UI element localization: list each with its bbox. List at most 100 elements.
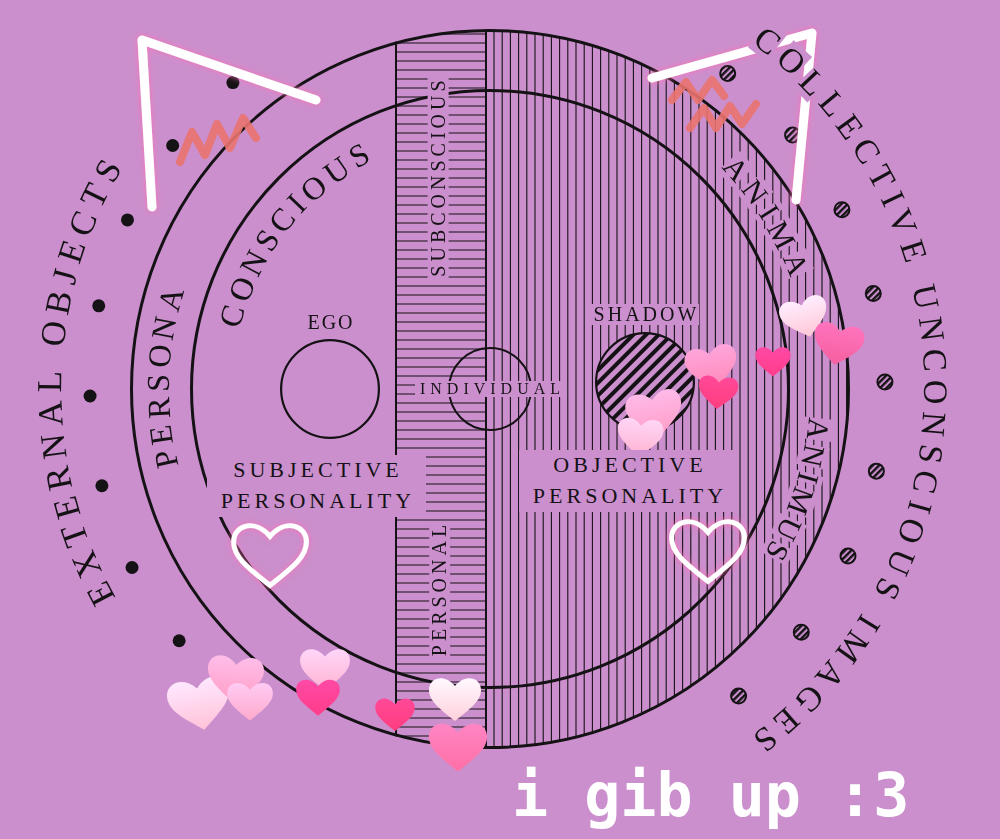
arc-letter: P bbox=[148, 447, 183, 471]
art-part bbox=[395, 42, 487, 43]
art-part bbox=[395, 429, 487, 430]
arc-letter: C bbox=[916, 348, 951, 373]
art-part bbox=[395, 69, 487, 70]
arc-letter: C bbox=[214, 302, 251, 331]
band-label: SUBCONSCIOUS bbox=[428, 76, 449, 280]
art-part bbox=[395, 357, 487, 358]
band-edge bbox=[395, 41, 397, 736]
conscious-circle-shape bbox=[192, 91, 789, 688]
art-part bbox=[166, 139, 179, 152]
arc-letter: A bbox=[801, 417, 833, 442]
art-part bbox=[395, 285, 487, 286]
arc-letter: B bbox=[39, 287, 78, 317]
arc-letter: E bbox=[47, 493, 86, 523]
art-part bbox=[395, 663, 487, 664]
arc-letter: S bbox=[912, 442, 948, 466]
arc-letter: O bbox=[918, 379, 952, 404]
ear-scribble bbox=[180, 118, 256, 162]
art-part bbox=[395, 303, 487, 304]
arc-letter: C bbox=[906, 468, 944, 497]
art-part bbox=[794, 625, 809, 640]
region-label: SUBJECTIVE PERSONALITY bbox=[207, 455, 426, 517]
heart-sticker bbox=[375, 699, 415, 731]
arc-letter: N bbox=[916, 411, 952, 438]
art-part bbox=[780, 29, 781, 749]
art-part bbox=[584, 29, 585, 749]
art-part bbox=[395, 672, 487, 673]
ring-label: ANIMA bbox=[720, 153, 811, 280]
arc-letter: A bbox=[777, 248, 813, 279]
cat-ear bbox=[652, 33, 812, 200]
art-part bbox=[813, 29, 814, 749]
arc-letter: V bbox=[882, 205, 923, 241]
ring-label: ANIMUS bbox=[761, 413, 833, 567]
arc-letter: I bbox=[792, 469, 824, 487]
cat-ears bbox=[142, 33, 812, 207]
art-part bbox=[756, 29, 757, 749]
art-part bbox=[395, 402, 487, 403]
arc-letter: N bbox=[35, 432, 73, 462]
art-part bbox=[395, 294, 487, 295]
arc-letter: A bbox=[32, 400, 68, 427]
arc-letter: J bbox=[46, 265, 83, 287]
heart-outline bbox=[672, 522, 745, 582]
ego-circle-outline bbox=[280, 339, 380, 439]
arc-letter: T bbox=[74, 178, 115, 213]
art-part bbox=[869, 464, 884, 479]
ear-scribble bbox=[672, 80, 724, 100]
ear-scribble bbox=[690, 104, 756, 128]
arc-letter: X bbox=[66, 546, 108, 583]
art-part bbox=[395, 312, 487, 313]
arc-letter: N bbox=[912, 314, 949, 343]
arc-letter: E bbox=[894, 236, 933, 266]
heart-sticker bbox=[429, 678, 481, 721]
arc-letter: N bbox=[796, 443, 830, 470]
art-part bbox=[126, 561, 139, 574]
art-part bbox=[592, 29, 593, 749]
arc-letter: E bbox=[80, 576, 121, 611]
pink-hearts bbox=[165, 293, 866, 772]
art-part bbox=[121, 213, 134, 226]
art-part bbox=[395, 411, 487, 412]
outline-hearts bbox=[234, 522, 745, 586]
arc-letter: I bbox=[901, 497, 937, 517]
region-label: OBJECTIVE PERSONALITY bbox=[519, 450, 738, 512]
arc-letter: R bbox=[40, 463, 79, 493]
heart-outline bbox=[234, 526, 307, 586]
heart-sticker bbox=[616, 417, 665, 458]
outer-arc-label: EXTERNAL OBJECTS bbox=[32, 152, 127, 612]
arc-letter: R bbox=[142, 397, 175, 420]
arc-letter: E bbox=[52, 236, 92, 267]
art-part bbox=[834, 202, 849, 217]
art-part bbox=[226, 76, 239, 89]
arc-letter: U bbox=[880, 544, 921, 580]
arc-letter: N bbox=[146, 313, 182, 342]
ear-scribbles bbox=[180, 80, 756, 162]
art-part bbox=[395, 51, 487, 52]
art-part bbox=[748, 29, 749, 749]
art-part bbox=[830, 29, 831, 749]
art-part bbox=[395, 447, 487, 448]
arc-letter: S bbox=[142, 374, 174, 392]
band-edge bbox=[485, 29, 487, 749]
art-part bbox=[821, 29, 822, 749]
art-part bbox=[764, 29, 765, 749]
heart-sticker bbox=[429, 724, 487, 772]
art-part bbox=[731, 688, 746, 703]
art-part bbox=[95, 479, 108, 492]
band-label: PERSONAL bbox=[430, 520, 451, 659]
art-part bbox=[92, 299, 105, 312]
heart-sticker bbox=[697, 375, 739, 411]
art-part bbox=[567, 29, 568, 749]
art-part bbox=[84, 389, 97, 402]
cat-ear bbox=[142, 40, 316, 207]
art-part bbox=[395, 321, 487, 322]
outer-arc-label: COLLECTIVE UNCONSCIOUS IMAGES bbox=[747, 23, 953, 757]
heart-sticker bbox=[755, 347, 790, 376]
circle-heading: SHADOW bbox=[591, 304, 700, 325]
arc-letter bbox=[33, 353, 69, 364]
circle-heading: EGO bbox=[305, 312, 354, 333]
art-part bbox=[698, 29, 699, 749]
